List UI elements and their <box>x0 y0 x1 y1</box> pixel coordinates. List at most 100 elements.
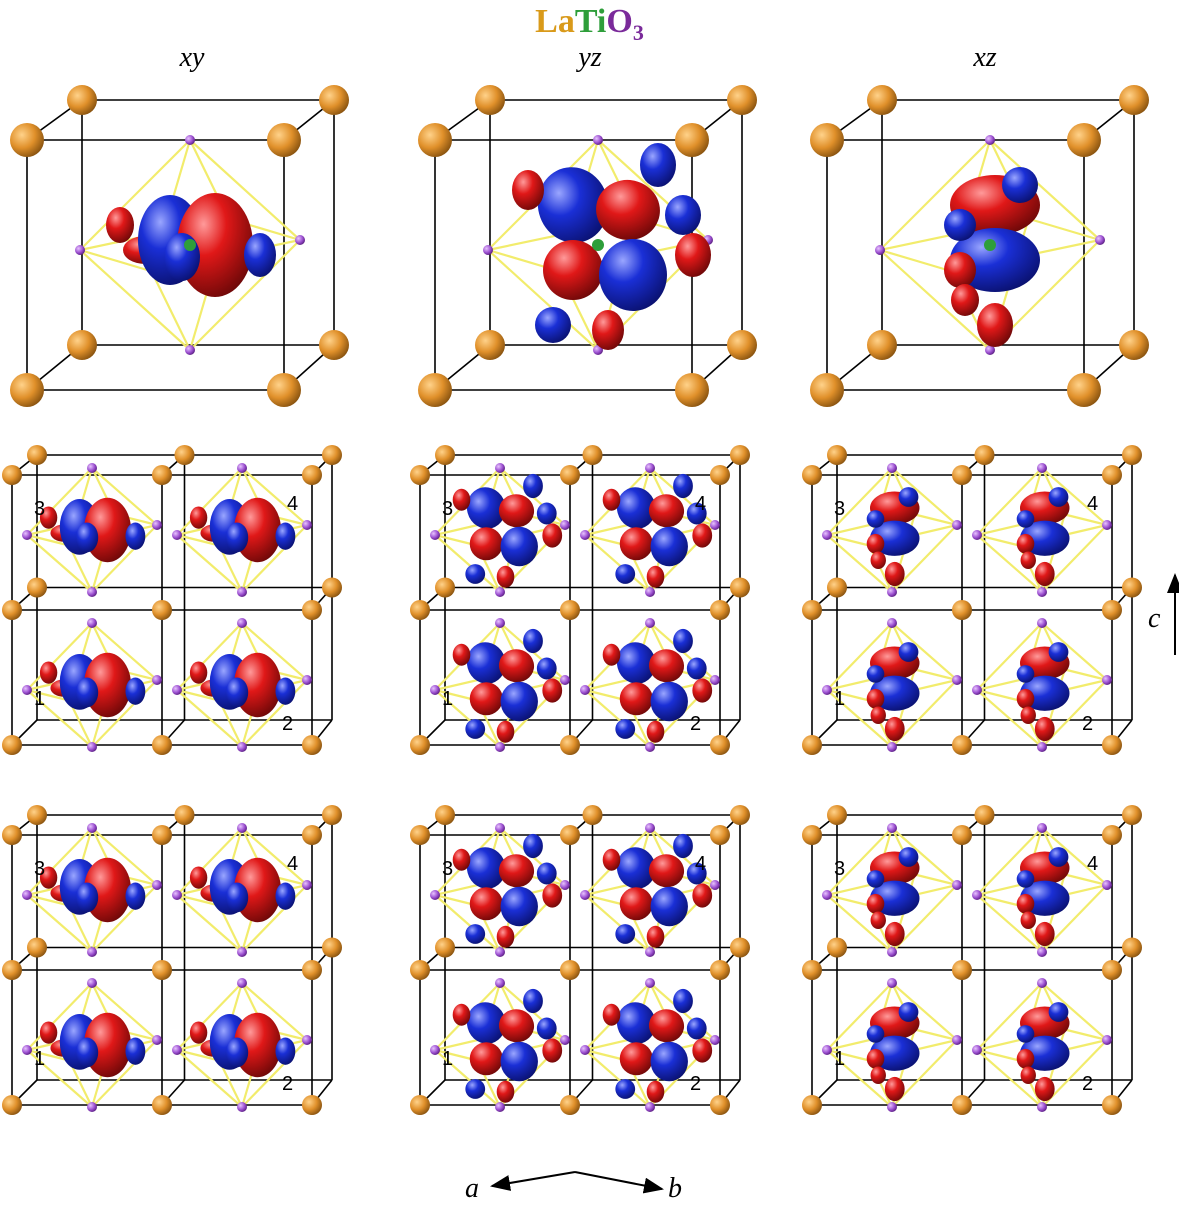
orbital-lobe-positive <box>469 887 503 921</box>
la-atom <box>802 600 822 620</box>
orbital-lobe-positive <box>498 649 535 683</box>
bond <box>826 689 893 748</box>
orbital-lobe-negative <box>125 522 146 550</box>
la-atom <box>435 937 455 958</box>
bond <box>826 982 893 1051</box>
cell-number-3: 3 <box>34 498 45 520</box>
bond <box>976 533 1020 547</box>
o-atom <box>430 1045 440 1055</box>
la-atom <box>410 735 430 755</box>
la-atom <box>952 600 972 620</box>
orbital-lobe-negative <box>75 882 99 913</box>
orbital-lobe-negative <box>616 1002 656 1044</box>
o-atom <box>1037 463 1047 473</box>
bond <box>976 688 1020 702</box>
o-atom <box>22 530 32 540</box>
orbital-lobe-positive <box>542 678 563 703</box>
orbital-lobe-negative <box>523 628 543 654</box>
orbital-lobe-negative <box>898 642 919 662</box>
la-atom <box>802 825 822 845</box>
la-atom <box>952 735 972 755</box>
bond <box>26 893 70 907</box>
la-atom <box>1102 960 1122 980</box>
orbital-lobe-negative <box>225 522 249 553</box>
ti-atom <box>592 239 604 251</box>
orbital-lobe-positive <box>884 921 905 947</box>
bond <box>826 688 870 702</box>
orbital-lobe-negative <box>650 526 688 567</box>
la-atom <box>435 805 455 825</box>
bond <box>584 534 651 593</box>
la-atom <box>302 735 322 755</box>
orbital-lobe-positive <box>619 527 653 561</box>
la-atom <box>582 805 603 825</box>
cell-number-3: 3 <box>834 498 845 520</box>
o-atom <box>580 685 590 695</box>
bond <box>434 689 501 748</box>
la-atom <box>710 1095 730 1115</box>
bond <box>1041 982 1108 1041</box>
bond <box>91 1039 158 1108</box>
orbital-lobe-negative <box>616 487 656 529</box>
cell-number-4: 4 <box>695 853 706 875</box>
bond <box>1028 217 1101 242</box>
bond <box>976 1049 1043 1108</box>
bond <box>976 893 1020 907</box>
cell-number-3: 3 <box>442 858 453 880</box>
bond <box>241 827 308 886</box>
orbital-lobe-positive <box>452 488 471 511</box>
bond <box>914 513 958 527</box>
la-atom <box>1102 735 1122 755</box>
o-atom <box>972 530 982 540</box>
la-atom <box>560 960 580 980</box>
orbital-lobe-negative <box>536 657 557 680</box>
la-atom <box>802 735 822 755</box>
bond <box>26 622 93 691</box>
la-atom <box>27 577 47 598</box>
o-atom <box>87 742 97 752</box>
la-atom <box>710 465 730 485</box>
o-atom <box>237 463 247 473</box>
bond <box>218 1060 243 1108</box>
la-atom <box>152 1095 172 1115</box>
o-atom <box>887 978 897 988</box>
la-atom <box>410 825 430 845</box>
cell-number-4: 4 <box>1087 853 1098 875</box>
orbital-lobe-negative <box>866 665 885 683</box>
o-atom <box>593 135 603 145</box>
orbital-lobe-negative <box>1048 642 1069 662</box>
bond <box>976 534 1043 593</box>
orbital-lobe-negative <box>536 1017 557 1040</box>
orbital-lobe-negative <box>686 862 707 885</box>
la-atom <box>810 123 844 157</box>
o-atom <box>972 890 982 900</box>
la-atom <box>322 805 342 825</box>
bond <box>26 1048 70 1062</box>
bond <box>91 467 158 526</box>
bond <box>79 248 152 273</box>
o-atom <box>483 245 493 255</box>
orbital-lobe-positive <box>866 533 885 554</box>
o-atom <box>822 890 832 900</box>
orbital-lobe-positive <box>542 883 563 908</box>
bond <box>826 533 870 547</box>
la-atom <box>10 123 44 157</box>
orbital-lobe-negative <box>1002 167 1038 203</box>
o-atom <box>237 1102 247 1112</box>
bond <box>1041 467 1108 526</box>
o-atom <box>560 675 570 685</box>
la-atom <box>410 1095 430 1115</box>
o-atom <box>152 675 162 685</box>
o-atom <box>87 463 97 473</box>
o-atom <box>172 685 182 695</box>
o-atom <box>87 947 97 957</box>
la-atom <box>2 600 22 620</box>
bond <box>584 689 651 748</box>
o-atom <box>645 1102 655 1112</box>
cell-number-2: 2 <box>690 713 701 735</box>
bond <box>826 894 893 953</box>
orbital-lobe-positive <box>189 866 208 889</box>
orbital-lobe-positive <box>189 1021 208 1044</box>
